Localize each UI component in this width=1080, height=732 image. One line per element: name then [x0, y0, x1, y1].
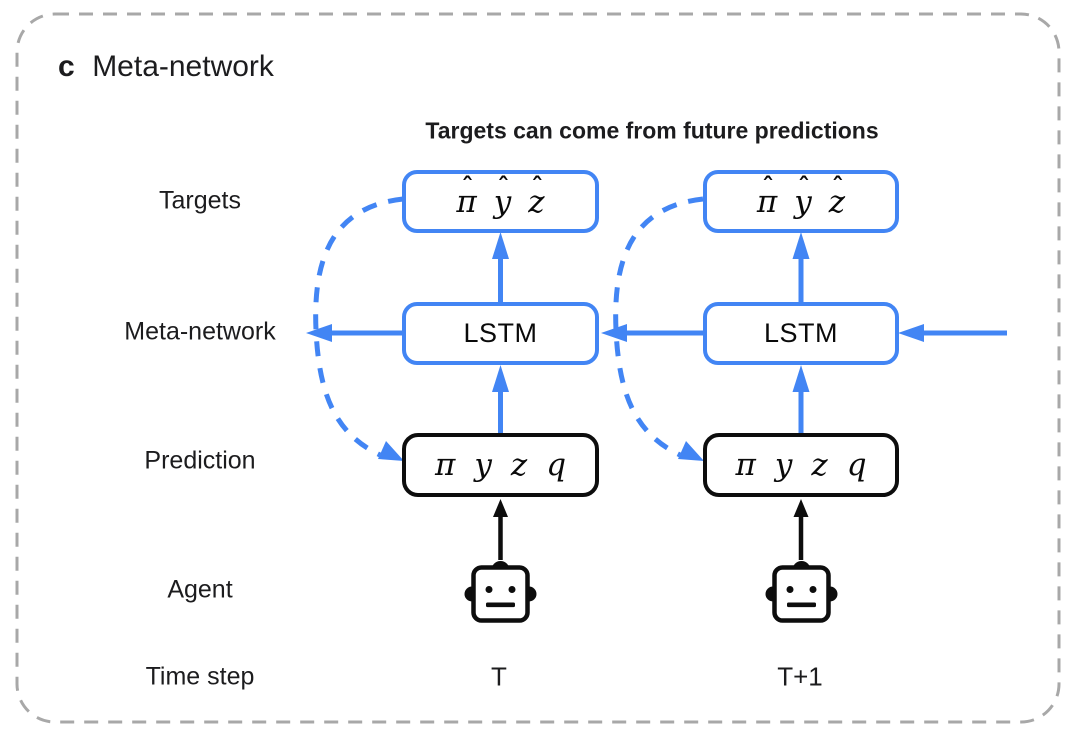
- prediction-symbols-t1: π y z q: [735, 446, 867, 483]
- row-label-meta-network: Meta-network: [124, 317, 276, 346]
- prediction-symbol-pi: π: [434, 446, 456, 483]
- row-label-targets: Targets: [159, 186, 241, 215]
- prediction-box-t1: π y z q: [703, 433, 899, 497]
- lstm-label-t: LSTM: [463, 318, 538, 348]
- arrow-lstm-t-to-targets-t: [492, 232, 509, 302]
- prediction-symbols-t: π y z q: [434, 446, 567, 483]
- dashed-arrow-targets-t1-to-prediction-t1: [613, 196, 704, 461]
- prediction-symbol-pi: π: [735, 446, 756, 483]
- panel-title-row: c Meta-network: [58, 50, 274, 84]
- prediction-symbol-z: z: [510, 446, 528, 483]
- arrow-prediction-t-to-lstm-t: [492, 365, 509, 433]
- prediction-box-t: π y z q: [402, 433, 599, 497]
- arrow-lstm-t1-to-lstm-t: [601, 324, 703, 342]
- panel-letter: c: [58, 50, 76, 83]
- arrow-agent-t1-to-prediction-t1: [793, 499, 809, 560]
- dashed-arrow-targets-t-to-prediction-t: [313, 196, 404, 461]
- lstm-box-t: LSTM: [402, 302, 599, 365]
- dashed-frame-border: [15, 12, 1061, 724]
- prediction-symbol-q: q: [546, 446, 567, 483]
- lstm-label-t1: LSTM: [763, 318, 838, 348]
- lstm-box-t1: LSTM: [703, 302, 899, 365]
- prediction-symbol-y: y: [474, 446, 492, 483]
- time-step-t: T: [491, 661, 507, 692]
- row-label-time-step: Time step: [145, 662, 255, 691]
- prediction-symbol-z: z: [811, 446, 828, 483]
- arrow-incoming-to-lstm-t1: [898, 324, 1007, 342]
- panel-title: Meta-network: [92, 50, 274, 83]
- robot-agent-icon: [765, 561, 838, 623]
- time-step-t1: T+1: [777, 661, 823, 692]
- diagram-caption: Targets can come from future predictions: [425, 117, 879, 144]
- arrow-lstm-t1-to-targets-t1: [792, 232, 810, 302]
- arrow-lstm-t-to-meta-label: [306, 324, 402, 342]
- row-label-agent: Agent: [167, 575, 233, 604]
- arrow-prediction-t1-to-lstm-t1: [792, 365, 810, 433]
- arrow-agent-t-to-prediction-t: [493, 499, 508, 560]
- robot-agent-icon: [464, 561, 537, 623]
- row-label-prediction: Prediction: [144, 446, 256, 475]
- prediction-symbol-q: q: [846, 446, 867, 483]
- prediction-symbol-y: y: [774, 446, 793, 483]
